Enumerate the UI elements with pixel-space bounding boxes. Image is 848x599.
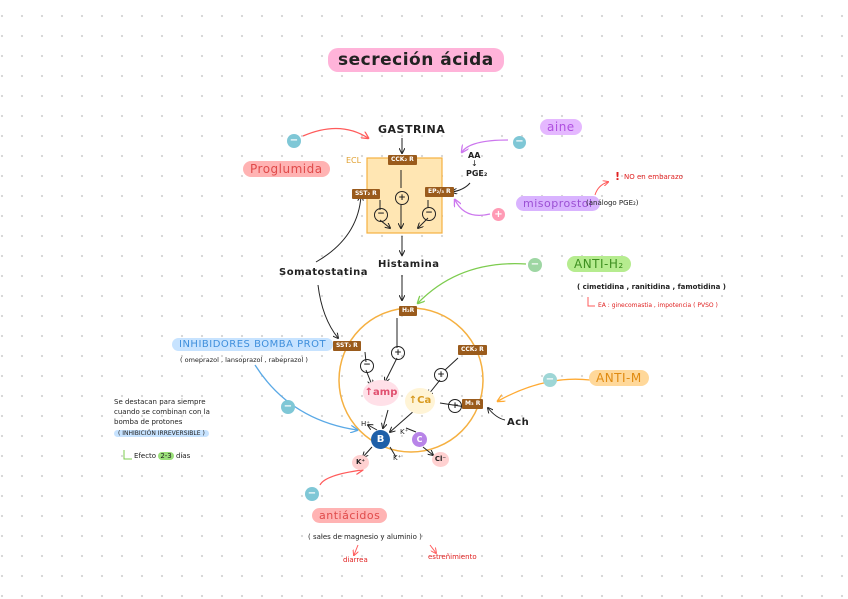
no-embarazo-note: NO en embarazo: [624, 173, 683, 181]
ca-bubble: ↑Ca: [405, 388, 435, 414]
minus-icon: −: [305, 487, 319, 501]
sst2-receptor-parietal: SST₂ R: [333, 341, 361, 351]
estrenimiento-note: estreñimiento: [428, 553, 477, 561]
pge2-label: PGE₂: [466, 169, 488, 178]
minus-icon: −: [287, 134, 301, 148]
k-ion-out: K⁺: [393, 454, 402, 462]
effect-days-number: 2-3: [158, 452, 174, 460]
minus-icon: −: [543, 373, 557, 387]
ibp-label: INHIBIDORES BOMBA PROT: [172, 338, 334, 351]
minus-icon: −: [513, 136, 526, 149]
ibp-desc-line1: Se destacan para siempre: [114, 398, 206, 406]
effect-days-word: días: [175, 452, 191, 460]
sst2-receptor-ecl: SST₂ R: [352, 189, 380, 199]
m3-receptor: M₃ R: [462, 399, 484, 409]
anti-h2-adverse-effects: EA : ginecomastia , impotencia ( PVSO ): [598, 302, 718, 309]
minus-icon: −: [281, 400, 295, 414]
effect-word: Efecto: [134, 452, 157, 460]
h2-receptor: H₂R: [399, 306, 418, 316]
camp-bubble: ↑amp: [363, 380, 399, 406]
anti-m-label: ANTI-M: [589, 370, 649, 386]
page-title: secreción ácida: [328, 48, 504, 72]
diarrea-note: diarrea: [343, 556, 368, 564]
ibp-drugs: ( omeprazol , lansoprazol , rabeprazol ): [180, 356, 308, 364]
effect-duration: Efecto 2-3 días: [134, 452, 190, 460]
plus-icon: +: [391, 346, 405, 360]
minus-icon: −: [422, 207, 436, 221]
ibp-irreversible: ( INHIBICIÓN IRREVERSIBLE ): [114, 430, 209, 437]
proglumida-label: Proglumida: [243, 161, 330, 177]
minus-icon: −: [374, 208, 388, 222]
k-ion-bubble: K⁺: [352, 455, 369, 470]
ibp-desc-line3: bomba de protones: [114, 418, 183, 426]
histamina-label: Histamina: [378, 259, 440, 270]
antiacidos-label: antiácidos: [312, 508, 388, 523]
h-ion: H⁺: [361, 420, 370, 428]
anti-h2-label: ANTI-H₂: [567, 256, 631, 272]
ecl-label: ECL: [346, 156, 362, 165]
plus-icon: +: [434, 368, 448, 382]
proton-pump: B: [371, 430, 390, 449]
gastrina-label: GASTRINA: [378, 123, 446, 136]
cl-ion-bubble: Cl⁻: [432, 452, 449, 467]
k-ion-in: K⁺: [400, 428, 409, 436]
chloride-channel: C: [412, 432, 427, 447]
minus-icon: −: [528, 258, 542, 272]
ach-label: Ach: [507, 417, 530, 428]
cck2-receptor-parietal: CCK₂ R: [458, 345, 487, 355]
ep-receptor-ecl: EP₂/₃ R: [425, 187, 454, 197]
plus-icon: +: [395, 191, 409, 205]
aine-label: aine: [540, 119, 582, 135]
cck2-receptor-ecl: CCK₂ R: [388, 155, 417, 165]
misoprostol-label: misoprostol: [516, 196, 600, 211]
minus-icon: −: [360, 359, 374, 373]
somatostatina-label: Somatostatina: [279, 267, 368, 278]
antiacidos-note: ( sales de magnesio y aluminio ): [308, 533, 422, 541]
warning-icon: !: [615, 170, 621, 183]
anti-h2-drugs: ( cimetidina , ranitidina , famotidina ): [577, 283, 726, 291]
misoprostol-note: (análogo PGE₂): [586, 199, 639, 207]
aa-label: AA: [468, 151, 481, 160]
plus-icon: +: [448, 399, 462, 413]
ibp-desc-line2: cuando se combinan con la: [114, 408, 210, 416]
arrow-down-icon: ↓: [471, 159, 478, 168]
plus-icon: +: [492, 208, 505, 221]
